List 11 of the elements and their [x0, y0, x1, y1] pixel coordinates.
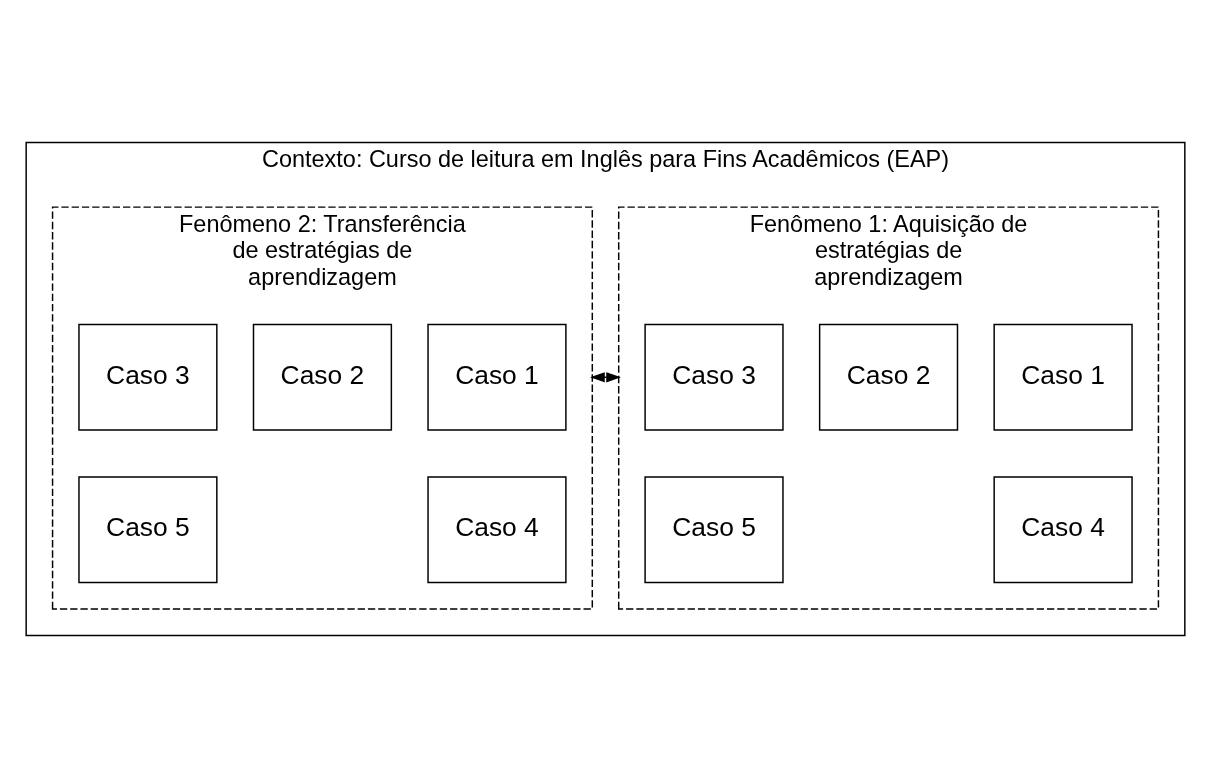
node-box: Caso 1 [993, 323, 1133, 431]
node-box: Caso 2 [252, 323, 393, 431]
node-box: Caso 5 [78, 476, 218, 584]
node-box: Caso 1 [427, 323, 567, 431]
node-box: Caso 2 [818, 323, 959, 431]
arrow [590, 372, 621, 383]
node-box: Caso 3 [644, 323, 784, 431]
node-box: Caso 4 [427, 476, 567, 584]
node-box: Caso 3 [78, 323, 218, 431]
node-box: Caso 5 [644, 476, 784, 584]
node-box: Caso 4 [993, 476, 1133, 584]
